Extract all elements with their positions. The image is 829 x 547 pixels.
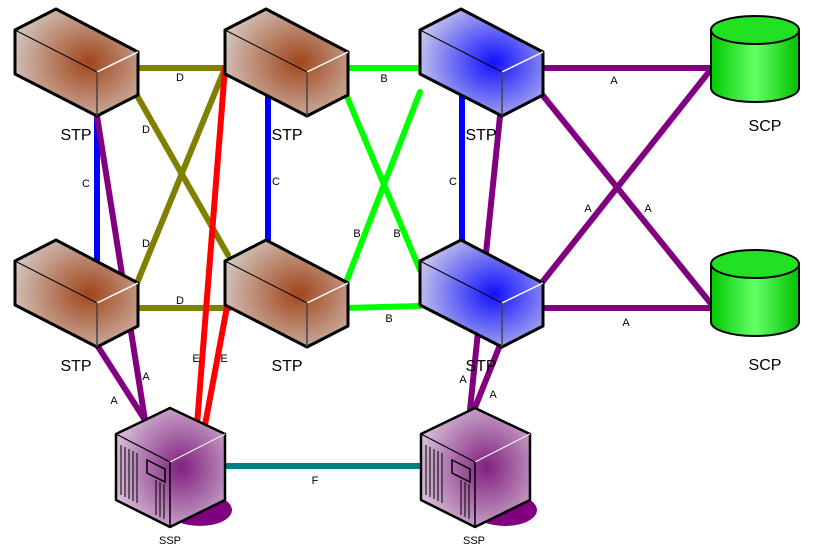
link-label-d: D bbox=[176, 72, 184, 84]
stp-label: STP bbox=[271, 127, 302, 144]
link-a bbox=[94, 342, 148, 423]
stp-label: STP bbox=[465, 127, 496, 144]
link-label-a: A bbox=[622, 317, 630, 329]
link-label-c: C bbox=[272, 176, 280, 188]
link-label-d: D bbox=[176, 295, 184, 307]
links bbox=[94, 65, 715, 469]
stp-node[interactable] bbox=[418, 238, 545, 349]
link-a bbox=[537, 89, 715, 308]
stp-label: STP bbox=[60, 358, 91, 375]
link-label-d: D bbox=[142, 124, 150, 136]
link-b bbox=[342, 303, 423, 311]
stp-label: STP bbox=[271, 358, 302, 375]
link-a bbox=[471, 342, 503, 413]
link-label-c: C bbox=[449, 176, 457, 188]
link-label-b: B bbox=[393, 228, 400, 240]
link-a bbox=[94, 113, 148, 423]
stp-node[interactable] bbox=[13, 7, 140, 118]
link-e bbox=[194, 65, 228, 428]
stp-label: STP bbox=[60, 127, 91, 144]
scp-node[interactable] bbox=[710, 15, 800, 103]
link-label-e: E bbox=[192, 353, 199, 365]
link-label-b: B bbox=[385, 313, 392, 325]
link-label-b: B bbox=[380, 73, 387, 85]
link-d bbox=[132, 65, 228, 291]
stp-node[interactable] bbox=[223, 7, 350, 118]
link-label-c: C bbox=[82, 178, 90, 190]
stp-label: STP bbox=[465, 358, 496, 375]
link-label-a: A bbox=[644, 203, 652, 215]
ssp-node[interactable] bbox=[419, 406, 537, 529]
link-label-a: A bbox=[142, 371, 150, 383]
ssp-label: SSP bbox=[463, 535, 485, 547]
link-label-a: A bbox=[610, 75, 618, 87]
scp-label: SCP bbox=[749, 118, 782, 135]
link-label-a: A bbox=[584, 203, 592, 215]
ssp-node[interactable] bbox=[114, 406, 232, 529]
link-label-a: A bbox=[110, 395, 118, 407]
link-label-e: E bbox=[220, 353, 227, 365]
stp-node[interactable] bbox=[223, 238, 350, 349]
link-b bbox=[342, 89, 423, 288]
scp-node[interactable] bbox=[710, 249, 800, 337]
link-label-d: D bbox=[142, 238, 150, 250]
scp-label: SCP bbox=[749, 357, 782, 374]
ssp-label: SSP bbox=[159, 535, 181, 547]
link-label-a: A bbox=[459, 374, 467, 386]
link-label-b: B bbox=[353, 228, 360, 240]
link-label-a: A bbox=[489, 389, 497, 401]
link-a bbox=[537, 65, 715, 288]
link-label-f: F bbox=[312, 475, 319, 487]
stp-node[interactable] bbox=[418, 7, 545, 118]
